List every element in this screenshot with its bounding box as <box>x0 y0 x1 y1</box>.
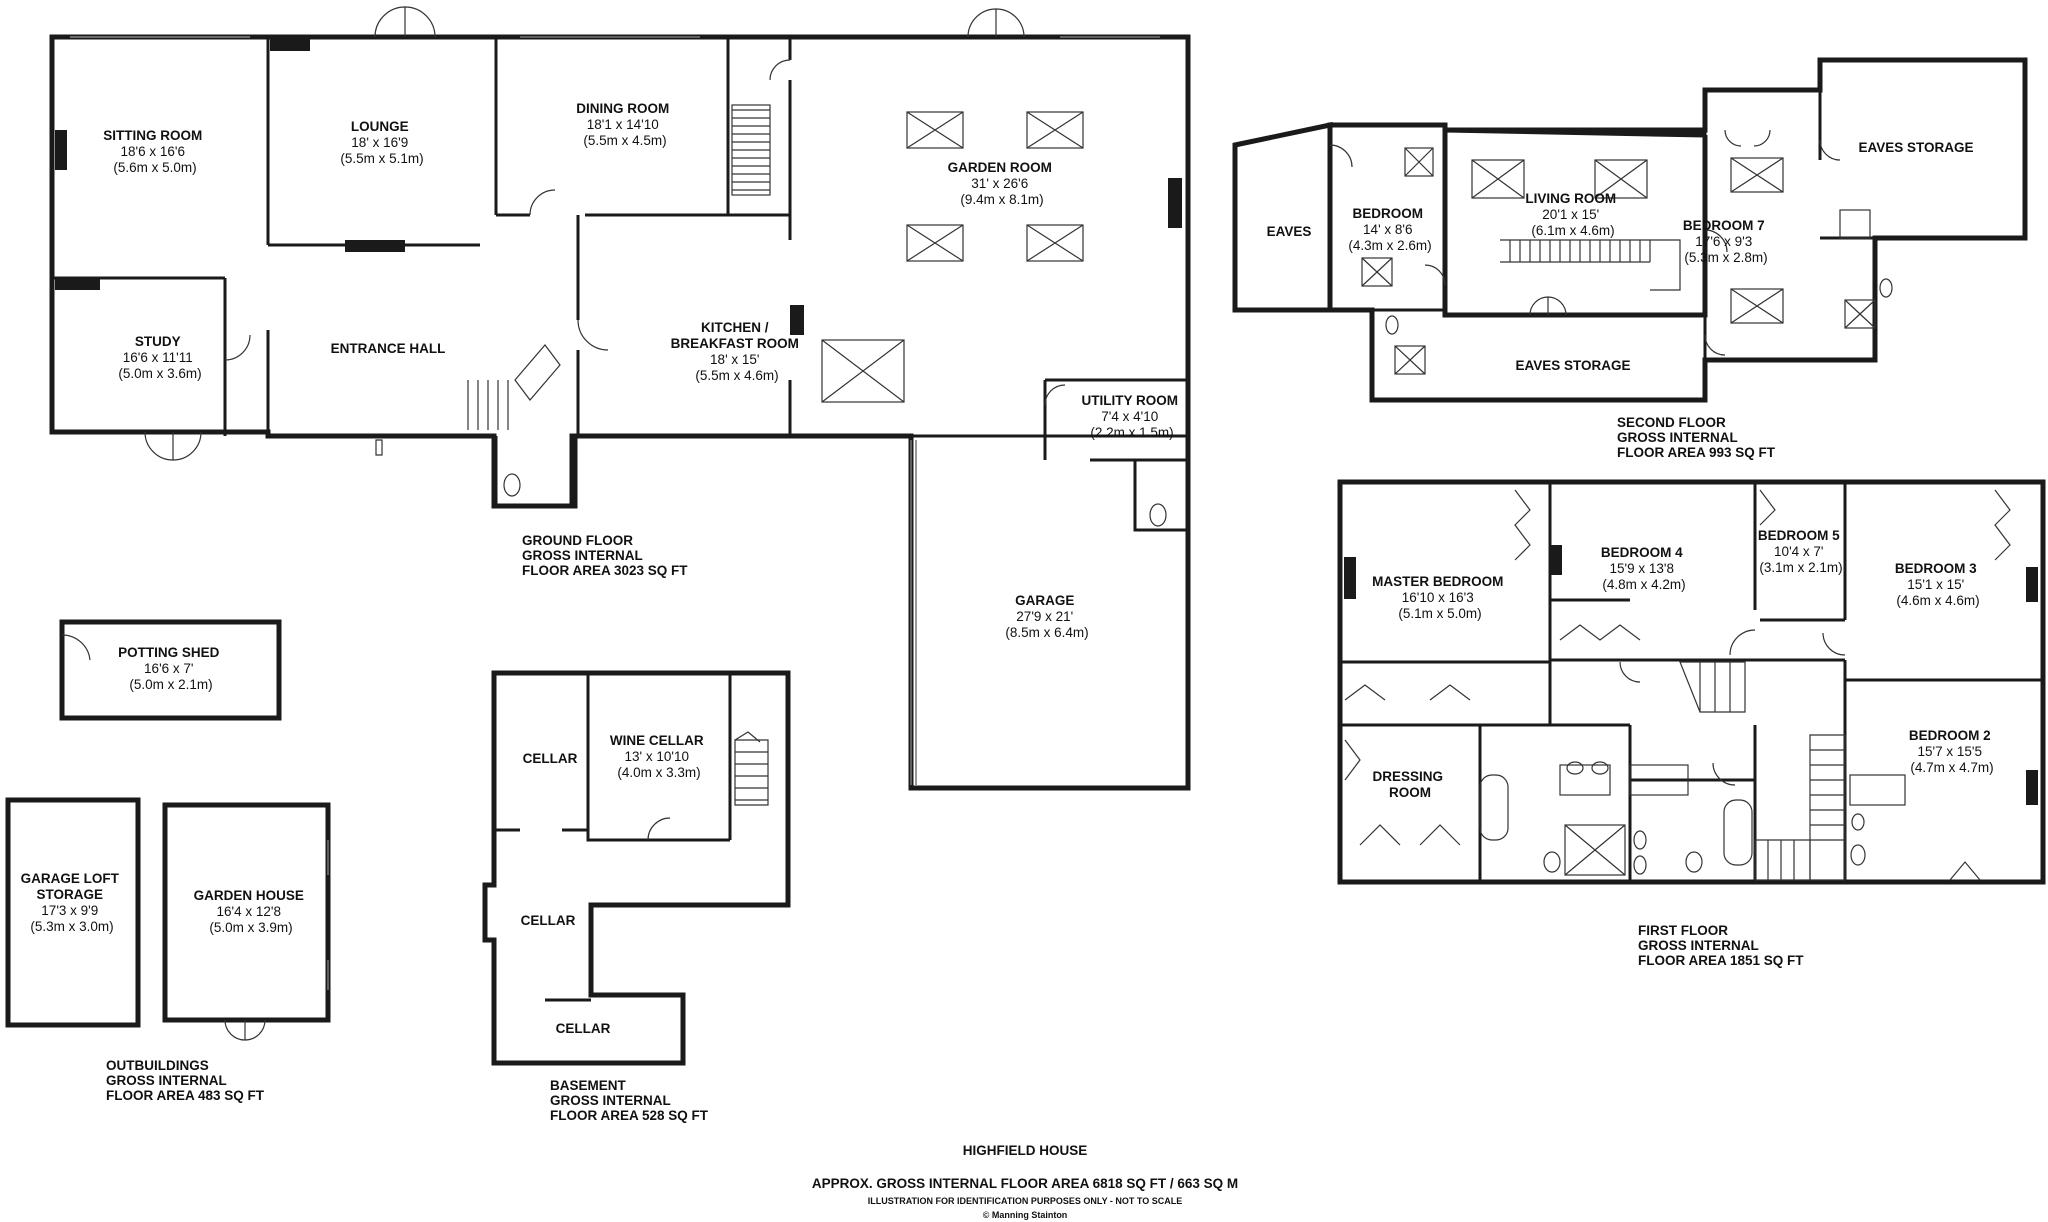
garage-loft-label: GARAGE LOFT STORAGE 17'3 x 9'9 (5.3m x 3… <box>21 870 124 934</box>
living-room-label: LIVING ROOM 20'1 x 15' (6.1m x 4.6m) <box>1525 190 1620 238</box>
first-floor-fixtures <box>1479 761 1906 876</box>
disclaimer: ILLUSTRATION FOR IDENTIFICATION PURPOSES… <box>868 1196 1183 1206</box>
first-floor-caption: FIRST FLOOR GROSS INTERNAL FLOOR AREA 18… <box>1638 922 1804 968</box>
utility-room-label: UTILITY ROOM 7'4 x 4'10 (2.2m x 1.5m) <box>1082 392 1183 440</box>
sitting-room-label: SITTING ROOM 18'6 x 16'6 (5.6m x 5.0m) <box>103 127 206 175</box>
garden-room-label: GARDEN ROOM 31' x 26'6 (9.4m x 8.1m) <box>948 159 1057 207</box>
ground-door-swings <box>144 6 1066 461</box>
eaves-storage-top-label: EAVES STORAGE <box>1858 140 1973 155</box>
wine-cellar-label: WINE CELLAR 13' x 10'10 (4.0m x 3.3m) <box>610 732 708 780</box>
eaves-label: EAVES <box>1267 224 1312 239</box>
second-floor-plan <box>1232 57 2028 403</box>
outbuildings-labels: POTTING SHED 16'6 x 7' (5.0m x 2.1m) GAR… <box>21 644 309 1103</box>
lounge-label: LOUNGE 18' x 16'9 (5.5m x 5.1m) <box>340 118 423 166</box>
ground-floor-labels: SITTING ROOM 18'6 x 16'6 (5.6m x 5.0m) L… <box>103 100 1183 640</box>
copyright: © Manning Stainton <box>983 1210 1068 1220</box>
bedroom-3-label: BEDROOM 3 15'1 x 15' (4.6m x 4.6m) <box>1895 560 1981 608</box>
plan-footer: HIGHFIELD HOUSE APPROX. GROSS INTERNAL F… <box>812 1143 1238 1220</box>
first-floor-plan <box>1337 479 2046 885</box>
second-floor-caption: SECOND FLOOR GROSS INTERNAL FLOOR AREA 9… <box>1617 414 1776 460</box>
study-label: STUDY 16'6 x 11'11 (5.0m x 3.6m) <box>118 333 201 381</box>
second-bedroom-label: BEDROOM 14' x 8'6 (4.3m x 2.6m) <box>1348 205 1431 253</box>
potting-shed-label: POTTING SHED 16'6 x 7' (5.0m x 2.1m) <box>118 644 224 692</box>
outbuildings-caption: OUTBUILDINGS GROSS INTERNAL FLOOR AREA 4… <box>106 1057 265 1103</box>
garden-room-skylights <box>821 111 1084 403</box>
total-floor-area: APPROX. GROSS INTERNAL FLOOR AREA 6818 S… <box>812 1176 1238 1191</box>
eaves-storage-bottom-label: EAVES STORAGE <box>1515 358 1630 373</box>
entrance-hall-label: ENTRANCE HALL <box>331 341 446 356</box>
second-floor-skylights <box>1361 147 1876 375</box>
bedroom-5-label: BEDROOM 5 10'4 x 7' (3.1m x 2.1m) <box>1758 527 1844 575</box>
bedroom-7-label: BEDROOM 7 17'6 x 9'3 (5.3m x 2.8m) <box>1683 217 1769 265</box>
cellar-1-label: CELLAR <box>523 751 578 766</box>
bedroom-2-label: BEDROOM 2 15'7 x 15'5 (4.7m x 4.7m) <box>1909 727 1995 775</box>
basement-labels: CELLAR WINE CELLAR 13' x 10'10 (4.0m x 3… <box>521 732 709 1123</box>
garden-house-label: GARDEN HOUSE 16'4 x 12'8 (5.0m x 3.9m) <box>194 887 309 935</box>
second-floor-door-swings <box>1329 129 1893 356</box>
bedroom-4-label: BEDROOM 4 15'9 x 13'8 (4.8m x 4.2m) <box>1601 544 1687 592</box>
basement-caption: BASEMENT GROSS INTERNAL FLOOR AREA 528 S… <box>550 1077 709 1123</box>
second-floor-labels: EAVES BEDROOM 14' x 8'6 (4.3m x 2.6m) LI… <box>1267 140 1974 460</box>
basement-plan <box>482 670 791 1066</box>
cellar-2-label: CELLAR <box>521 913 576 928</box>
property-name: HIGHFIELD HOUSE <box>963 1143 1088 1158</box>
ground-stairs <box>467 104 771 430</box>
outbuildings-plan <box>5 619 331 1041</box>
dining-room-label: DINING ROOM 18'1 x 14'10 (5.5m x 4.5m) <box>576 100 673 148</box>
first-floor-labels: MASTER BEDROOM 16'10 x 16'3 (5.1m x 5.0m… <box>1372 527 1995 968</box>
cellar-3-label: CELLAR <box>556 1021 611 1036</box>
ground-wc-fixtures <box>375 439 1167 527</box>
ground-floor-caption: GROUND FLOOR GROSS INTERNAL FLOOR AREA 3… <box>522 532 688 578</box>
kitchen-label: KITCHEN / BREAKFAST ROOM 18' x 15' (5.5m… <box>671 319 804 383</box>
ground-floor-plan <box>49 6 1191 791</box>
basement-stairs <box>647 731 769 841</box>
first-floor-stairs <box>1679 661 1846 881</box>
master-bedroom-label: MASTER BEDROOM 16'10 x 16'3 (5.1m x 5.0m… <box>1372 573 1508 621</box>
garage-label: GARAGE 27'9 x 21' (8.5m x 6.4m) <box>1005 592 1088 640</box>
first-floor-door-swings <box>1344 489 2011 881</box>
dressing-room-label: DRESSING ROOM <box>1373 768 1448 800</box>
